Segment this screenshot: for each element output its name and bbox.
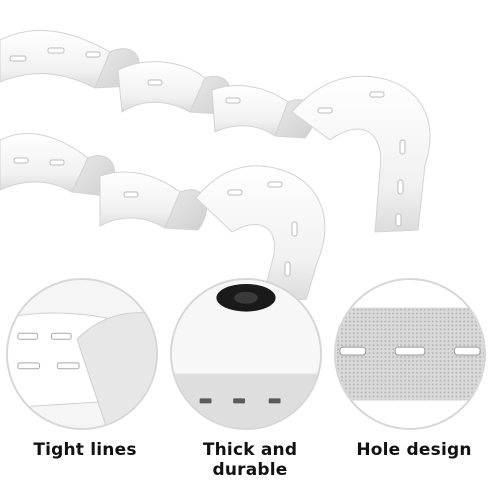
upper-ribbon — [0, 29, 431, 233]
detail-circle-tight-lines — [6, 278, 158, 430]
caption-hole-design: Hole design — [356, 440, 472, 460]
caption-tight-lines: Tight lines — [33, 440, 137, 460]
detail-circle-hole-design — [334, 278, 486, 430]
caption-thick-durable: Thick and durable — [202, 440, 298, 480]
detail-circle-thick-durable — [170, 278, 322, 430]
lower-ribbon — [0, 133, 326, 300]
elastic-band-product-image — [0, 29, 431, 300]
